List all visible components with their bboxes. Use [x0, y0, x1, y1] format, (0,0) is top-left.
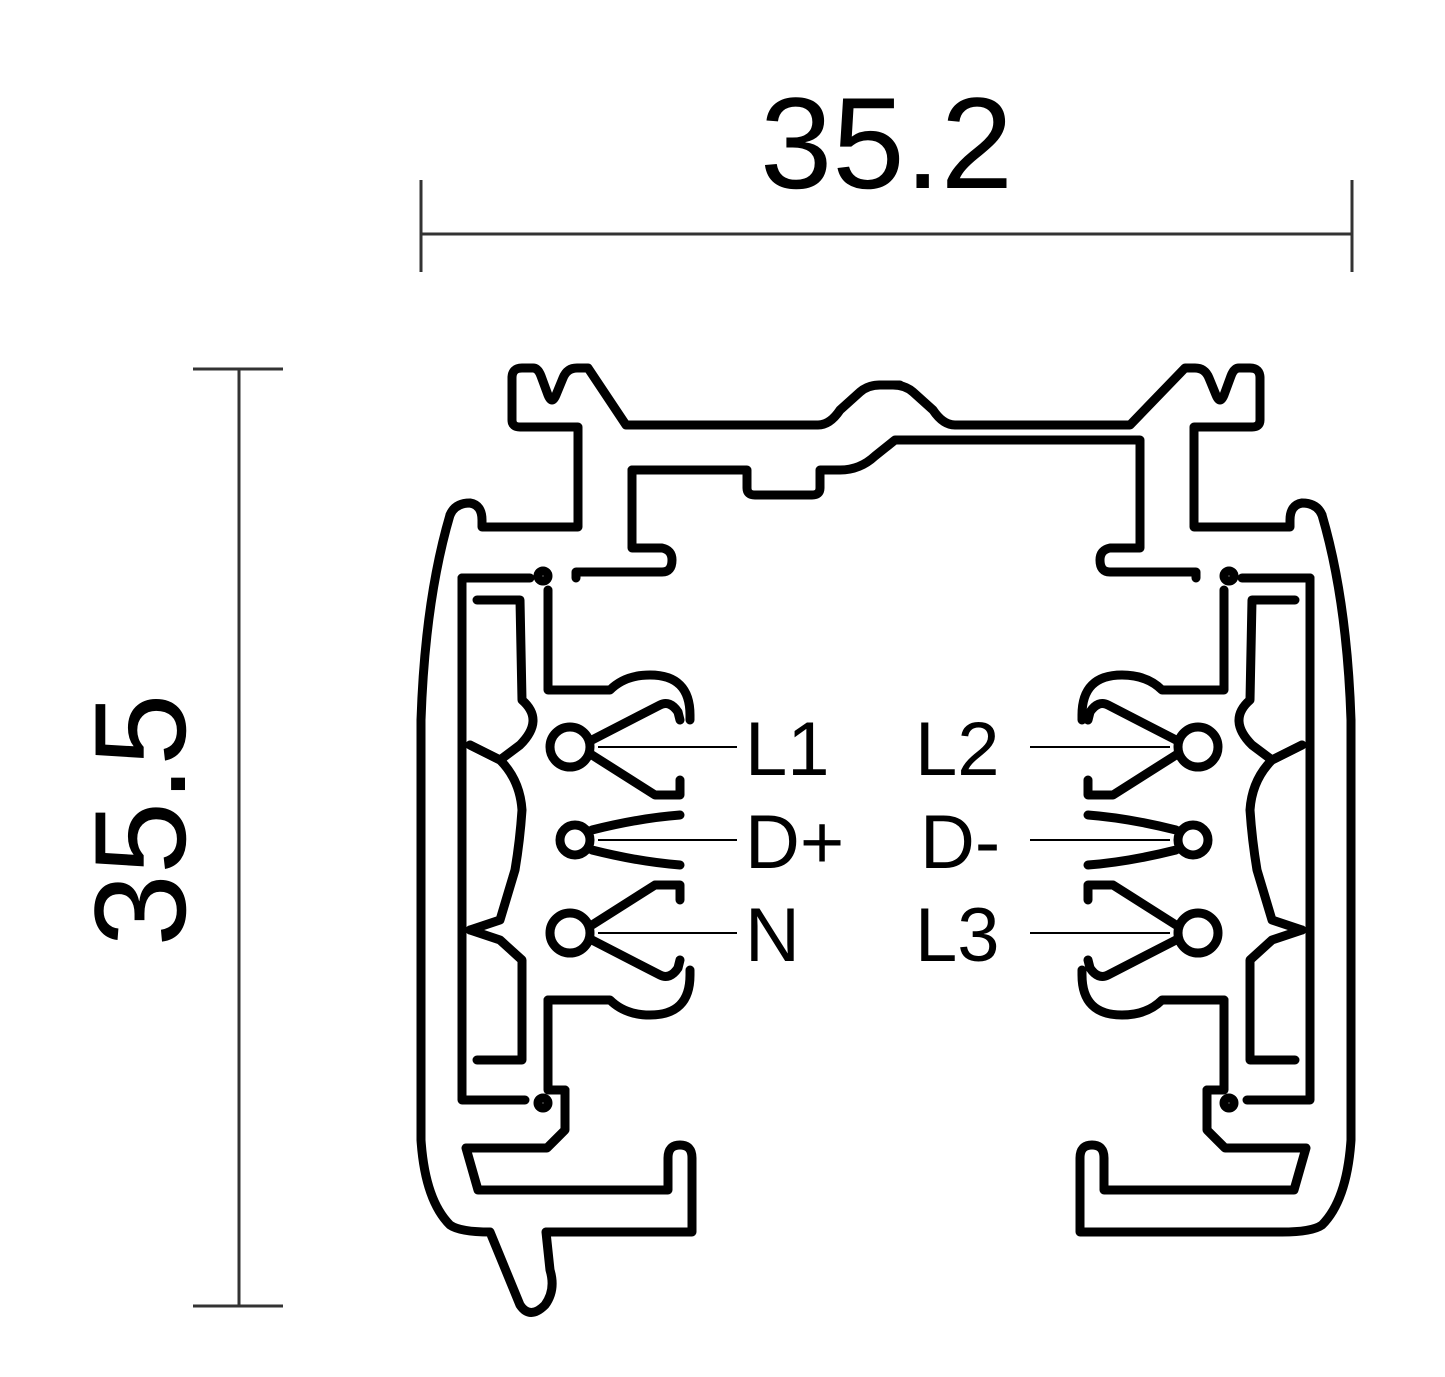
terminal-dplus-contact [555, 820, 595, 860]
leader-lines [598, 746, 1170, 934]
right-conductor-carrier [1077, 566, 1315, 1113]
top-mounting-section [445, 363, 1327, 583]
right-terminals [1083, 699, 1223, 981]
terminal-n-contact [545, 908, 595, 958]
terminal-label-n: N [745, 893, 800, 978]
height-dimension-line [193, 367, 283, 1308]
height-dimension-label: 35.5 [67, 693, 213, 947]
left-conductor-carrier [457, 566, 695, 1113]
outer-shell [416, 510, 1356, 1317]
terminal-l2-contact [1173, 722, 1223, 772]
terminal-dminus-contact [1173, 820, 1213, 860]
terminal-label-l1: L1 [745, 707, 830, 792]
terminal-label-dminus: D- [920, 800, 1001, 885]
terminal-l1-contact [545, 722, 595, 772]
terminal-label-l3: L3 [915, 893, 1000, 978]
width-dimension-line [419, 180, 1354, 272]
terminal-label-dplus: D+ [745, 800, 845, 885]
terminal-l3-contact [1173, 908, 1223, 958]
width-dimension-label: 35.2 [760, 70, 1014, 216]
terminal-label-l2: L2 [915, 707, 1000, 792]
left-terminals [545, 699, 685, 981]
